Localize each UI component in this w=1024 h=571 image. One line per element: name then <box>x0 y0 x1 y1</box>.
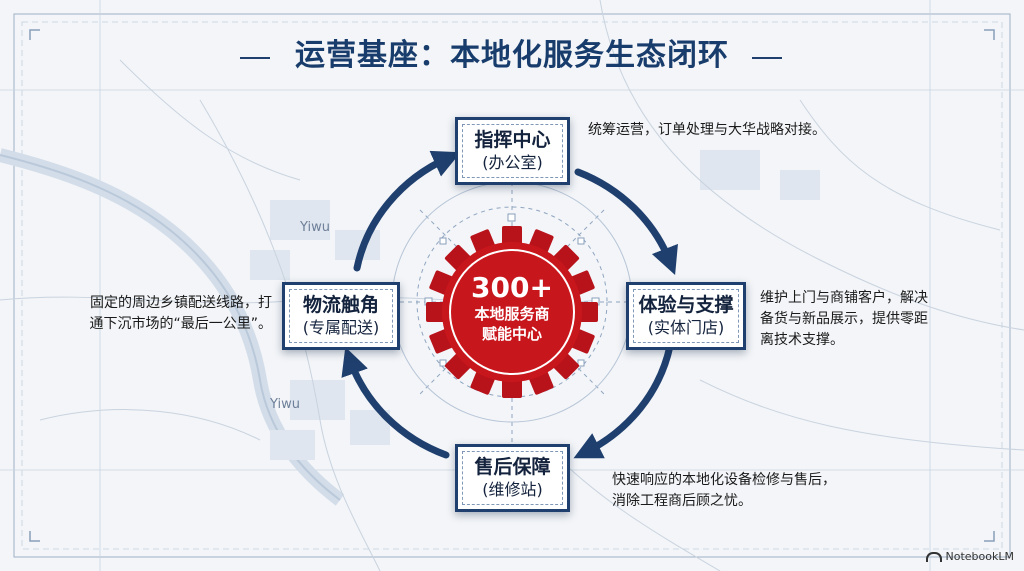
node-subtitle: (实体门店) <box>647 318 725 337</box>
node-logistics: 物流触角 (专属配送) <box>282 282 400 350</box>
arrow-left-to-top <box>353 150 461 272</box>
node-experience-support: 体验与支撑 (实体门店) <box>626 282 746 350</box>
node-title: 体验与支撑 <box>638 294 734 316</box>
node-subtitle: (办公室) <box>482 153 543 172</box>
desc-experience-support: 维护上门与商铺客户，解决 备货与新品展示，提供零距 离技术支撑。 <box>760 290 928 348</box>
notebooklm-icon <box>925 552 942 562</box>
page-title: 运营基座：本地化服务生态闭环 <box>295 38 729 73</box>
map-label: Yiwu <box>270 397 300 412</box>
desc-logistics: 固定的周边乡镇配送线路，打 通下沉市场的“最后一公里”。 <box>89 295 272 332</box>
arrow-top-to-right <box>574 168 678 276</box>
node-title: 物流触角 <box>302 294 379 316</box>
brand-watermark: NotebookLM <box>925 550 1014 563</box>
node-subtitle: (专属配送) <box>302 318 380 337</box>
center-number: 300+ <box>471 271 553 304</box>
node-title: 指挥中心 <box>474 129 551 151</box>
arrow-right-to-bottom <box>573 342 674 459</box>
node-after-sales: 售后保障 (维修站) <box>455 444 570 512</box>
desc-after-sales: 快速响应的本地化设备检修与售后， 消除工程商后顾之忧。 <box>612 472 836 509</box>
center-line-1: 本地服务商 <box>474 305 550 323</box>
arrow-bottom-to-left <box>341 346 450 459</box>
center-line-2: 赋能中心 <box>481 325 542 343</box>
node-command-center: 指挥中心 (办公室) <box>455 117 570 185</box>
node-subtitle: (维修站) <box>482 480 543 499</box>
map-label: Yiwu <box>300 220 330 235</box>
desc-command-center: 统筹运营，订单处理与大华战略对接。 <box>588 122 826 138</box>
node-title: 售后保障 <box>474 456 551 478</box>
center-hub-label: 300+ 本地服务商 赋能中心 <box>456 272 568 344</box>
